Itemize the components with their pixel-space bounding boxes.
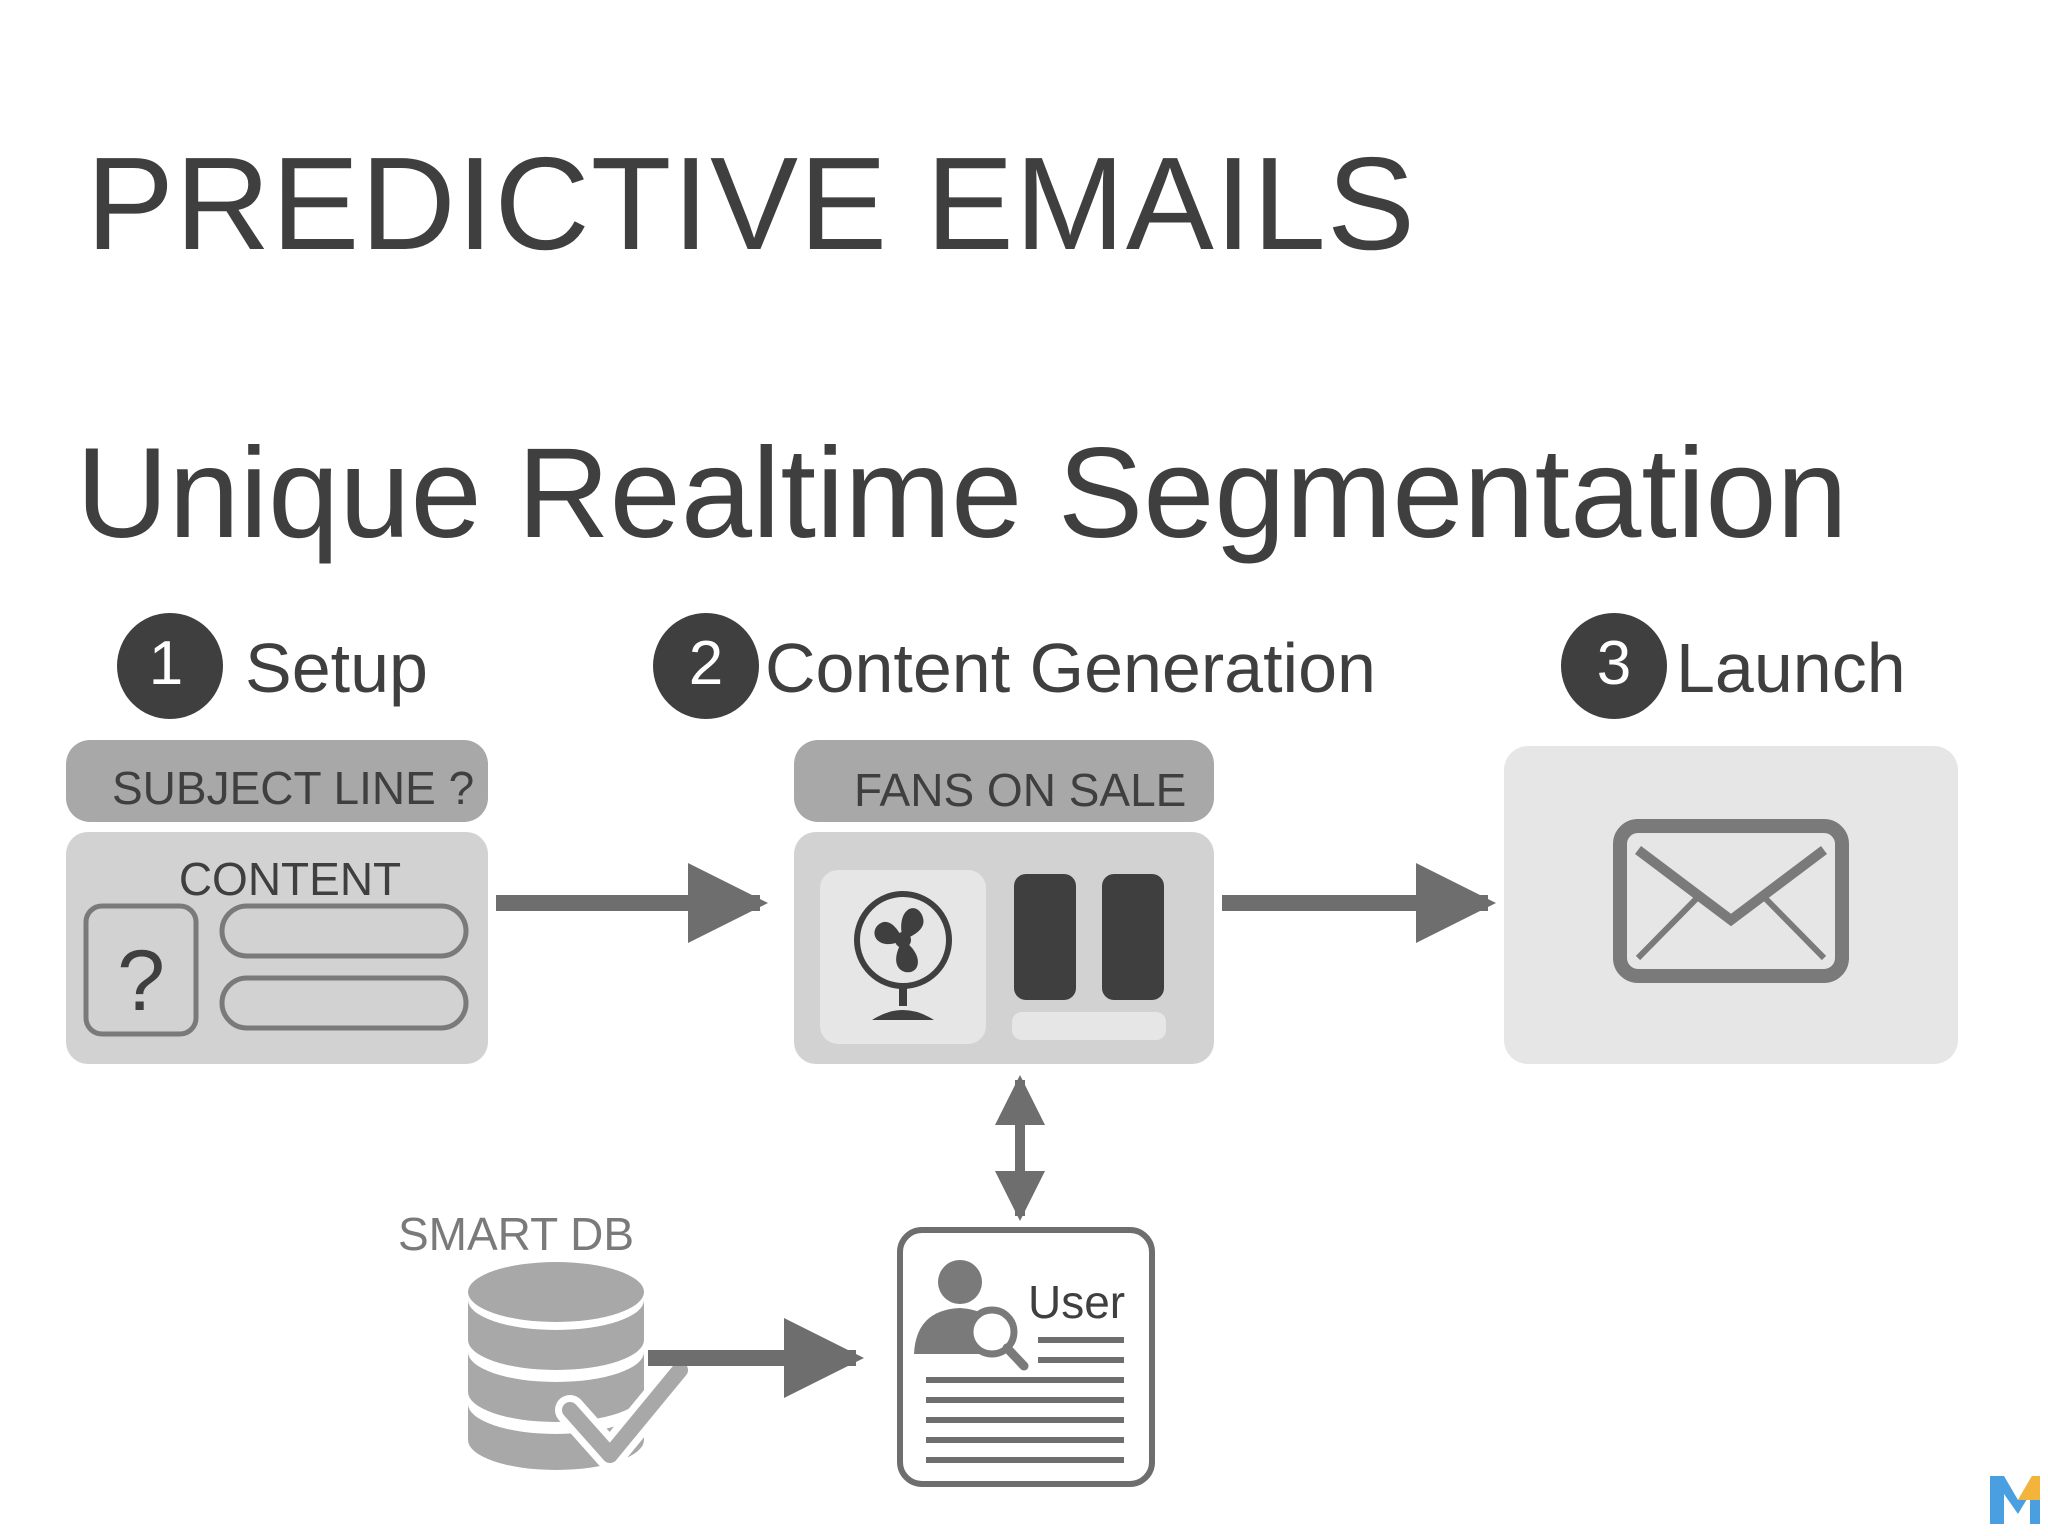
page-title: PREDICTIVE EMAILS: [86, 130, 1416, 277]
step-2: 2 Content Generation: [653, 613, 1376, 719]
step-3-badge: [1561, 613, 1667, 719]
smart-db-label: SMART DB: [398, 1208, 634, 1260]
step-3-number: 3: [1597, 629, 1631, 698]
content-block-2: [1102, 874, 1164, 1000]
setup-subject-label: SUBJECT LINE ?: [112, 762, 474, 814]
launch-box: [1504, 746, 1958, 1064]
step-1: 1 Setup: [117, 613, 428, 719]
content-caption-bar: [1012, 1012, 1166, 1040]
setup-content-label: CONTENT: [179, 853, 401, 905]
step-3-label: Launch: [1676, 629, 1906, 707]
step-2-number: 2: [689, 629, 723, 698]
content-block-1: [1014, 874, 1076, 1000]
launch-card: [1504, 746, 1958, 1064]
user-label: User: [1028, 1276, 1125, 1328]
step-2-badge: [653, 613, 759, 719]
step-1-number: 1: [149, 629, 183, 698]
content-card: FANS ON SALE: [794, 740, 1214, 1064]
placeholder-image-box: [83, 903, 199, 1037]
page-subtitle: Unique Realtime Segmentation: [76, 422, 1848, 565]
step-1-badge: [117, 613, 223, 719]
step-2-label: Content Generation: [765, 629, 1376, 707]
setup-content-box: [66, 832, 488, 1064]
database-check-icon: [468, 1262, 695, 1470]
envelope-icon: [1613, 819, 1849, 983]
smart-db: SMART DB: [398, 1208, 695, 1470]
user-search-icon: [914, 1260, 1029, 1371]
placeholder-line-1: [219, 903, 469, 959]
setup-subject-pill: [66, 740, 488, 822]
placeholder-question-mark: ?: [117, 933, 165, 1029]
logo-icon: [1990, 1476, 2040, 1524]
user-record-lines: [926, 1337, 1124, 1463]
fan-icon: [854, 891, 952, 1020]
step-3: 3 Launch: [1561, 613, 1906, 719]
content-subject-pill: [794, 740, 1214, 822]
step-1-label: Setup: [245, 629, 428, 707]
setup-card: SUBJECT LINE ? CONTENT ?: [66, 740, 488, 1064]
placeholder-line-2: [219, 975, 469, 1031]
user-card: User: [897, 1227, 1155, 1487]
content-subject-label: FANS ON SALE: [854, 764, 1186, 816]
